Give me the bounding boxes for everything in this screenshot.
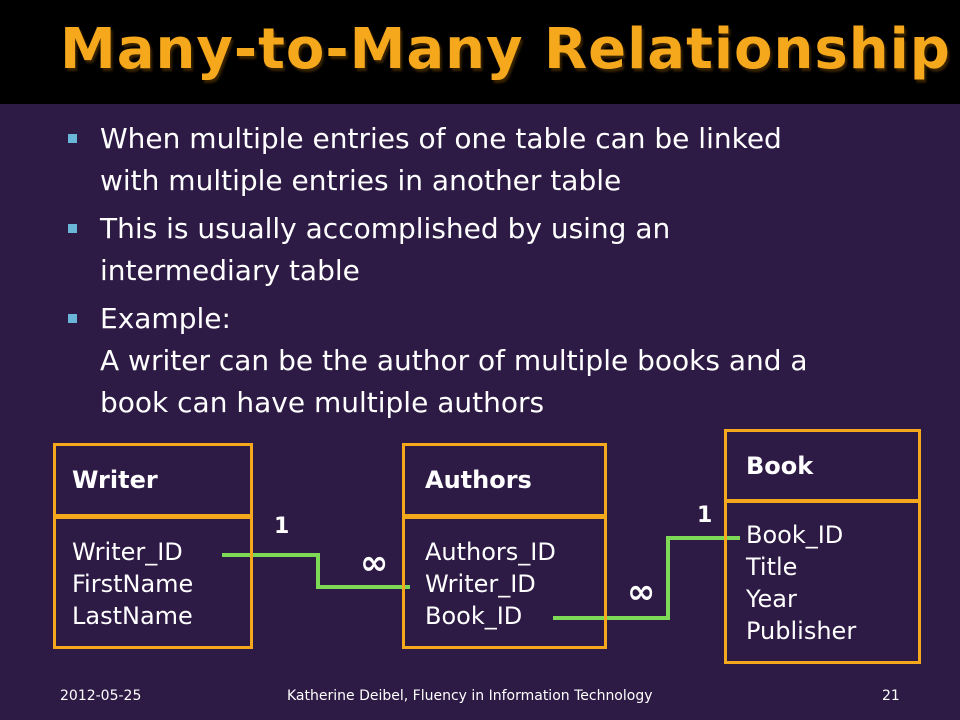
writer-authors-connector [222, 553, 410, 589]
writer-table-fields: Writer_ID FirstName LastName [72, 536, 193, 632]
footer-date: 2012-05-25 [60, 688, 142, 704]
book-table-name: Book [746, 452, 814, 480]
cardinality-many-authors-book: ∞ [627, 572, 656, 612]
bullet-item: When multiple entries of one table can b… [68, 118, 928, 202]
bullet-item: This is usually accomplished by using an… [68, 208, 928, 292]
authors-book-connector [553, 536, 740, 620]
field: Book_ID [425, 602, 523, 630]
bullet-line: A writer can be the author of multiple b… [100, 344, 808, 377]
bullet-line: intermediary table [100, 254, 360, 287]
field: Writer_ID [425, 570, 536, 598]
slide-title: Many-to-Many Relationship [60, 17, 951, 82]
bullet-square-icon [68, 134, 77, 143]
footer-credit: Katherine Deibel, Fluency in Information… [287, 688, 653, 704]
bullet-line: When multiple entries of one table can b… [100, 122, 782, 155]
book-table-fields: Book_ID Title Year Publisher [746, 519, 856, 647]
bullet-square-icon [68, 314, 77, 323]
cardinality-one-writer: 1 [274, 514, 290, 539]
writer-table-name: Writer [72, 466, 158, 494]
bullet-line: with multiple entries in another table [100, 164, 622, 197]
book-table-body [724, 499, 921, 664]
cardinality-many-authors-writer: ∞ [360, 543, 389, 583]
footer-page-number: 21 [882, 688, 900, 704]
field: Authors_ID [425, 538, 556, 566]
field: Year [746, 585, 797, 613]
bullet-item: Example: A writer can be the author of m… [68, 298, 928, 424]
field: FirstName [72, 570, 194, 598]
authors-table-name: Authors [425, 466, 532, 494]
field: LastName [72, 602, 193, 630]
authors-table-header [402, 443, 607, 517]
bullet-line: book can have multiple authors [100, 386, 545, 419]
bullet-square-icon [68, 224, 77, 233]
authors-table-body [402, 516, 607, 649]
title-bar [0, 0, 960, 104]
field: Publisher [746, 617, 857, 645]
bullet-line: Example: [100, 302, 231, 335]
authors-table-fields: Authors_ID Writer_ID Book_ID [425, 536, 556, 632]
field: Book_ID [746, 521, 844, 549]
bullet-list: When multiple entries of one table can b… [68, 118, 928, 430]
writer-table-header [53, 443, 253, 517]
writer-table-body [53, 516, 253, 649]
field: Writer_ID [72, 538, 183, 566]
bullet-line: This is usually accomplished by using an [100, 212, 671, 245]
cardinality-one-book: 1 [697, 503, 713, 528]
field: Title [746, 553, 798, 581]
